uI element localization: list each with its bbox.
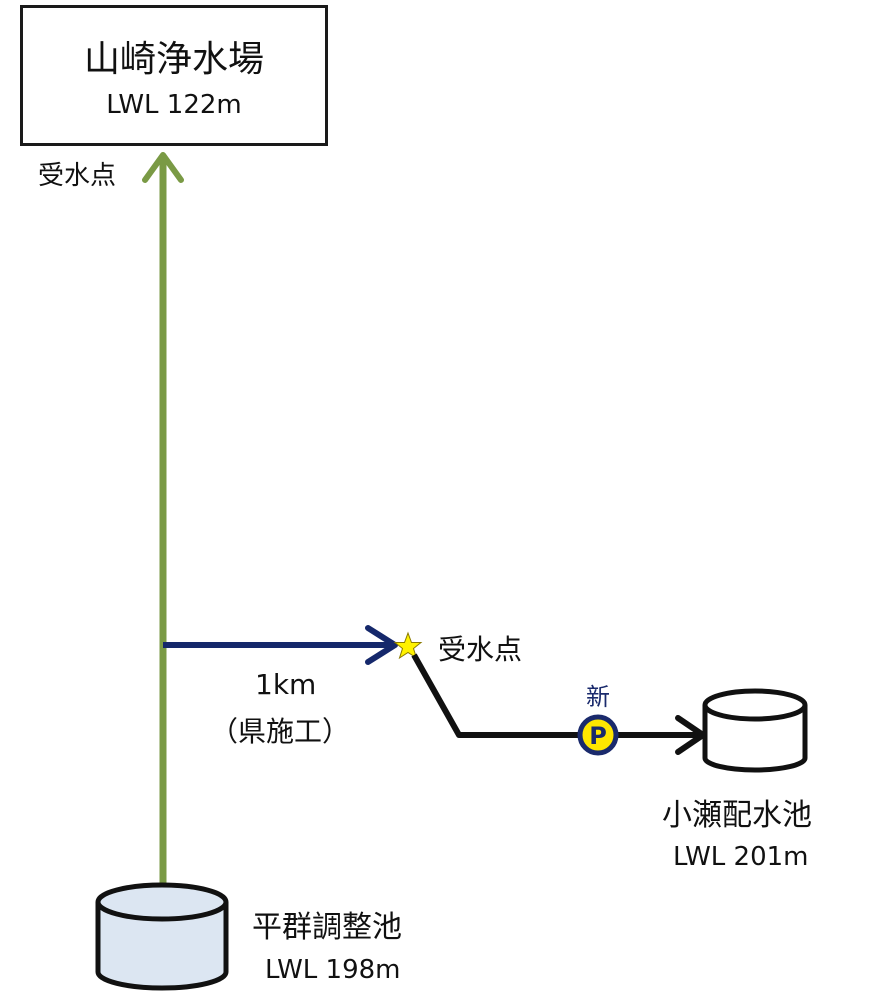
kose-reservoir-lwl: LWL 201m [673,842,809,872]
receiving-point-label-mid: 受水点 [438,633,523,666]
new-pump-label: 新 [586,683,610,711]
kose-reservoir-name: 小瀬配水池 [662,798,812,833]
pipe-construction-note: （県施工） [210,715,351,748]
pump-icon [577,714,619,756]
water-plant-lwl: LWL 122m [106,90,242,120]
heguri-reservoir-lwl: LWL 198m [265,955,401,985]
receiving-point-label-top: 受水点 [38,161,117,191]
receiving-point-star-icon [393,631,423,660]
heguri-reservoir-name: 平群調整池 [252,910,402,945]
green-arrowhead [142,152,184,183]
water-plant-box [20,5,328,146]
navy-arrowhead [365,625,398,665]
pipe-length-label: 1km [255,668,317,701]
pump-symbol: P [589,722,607,750]
kose-reservoir-icon [702,688,808,773]
water-plant-name: 山崎浄水場 [83,39,264,80]
heguri-reservoir-icon [95,882,229,991]
black-pipe [411,653,700,738]
